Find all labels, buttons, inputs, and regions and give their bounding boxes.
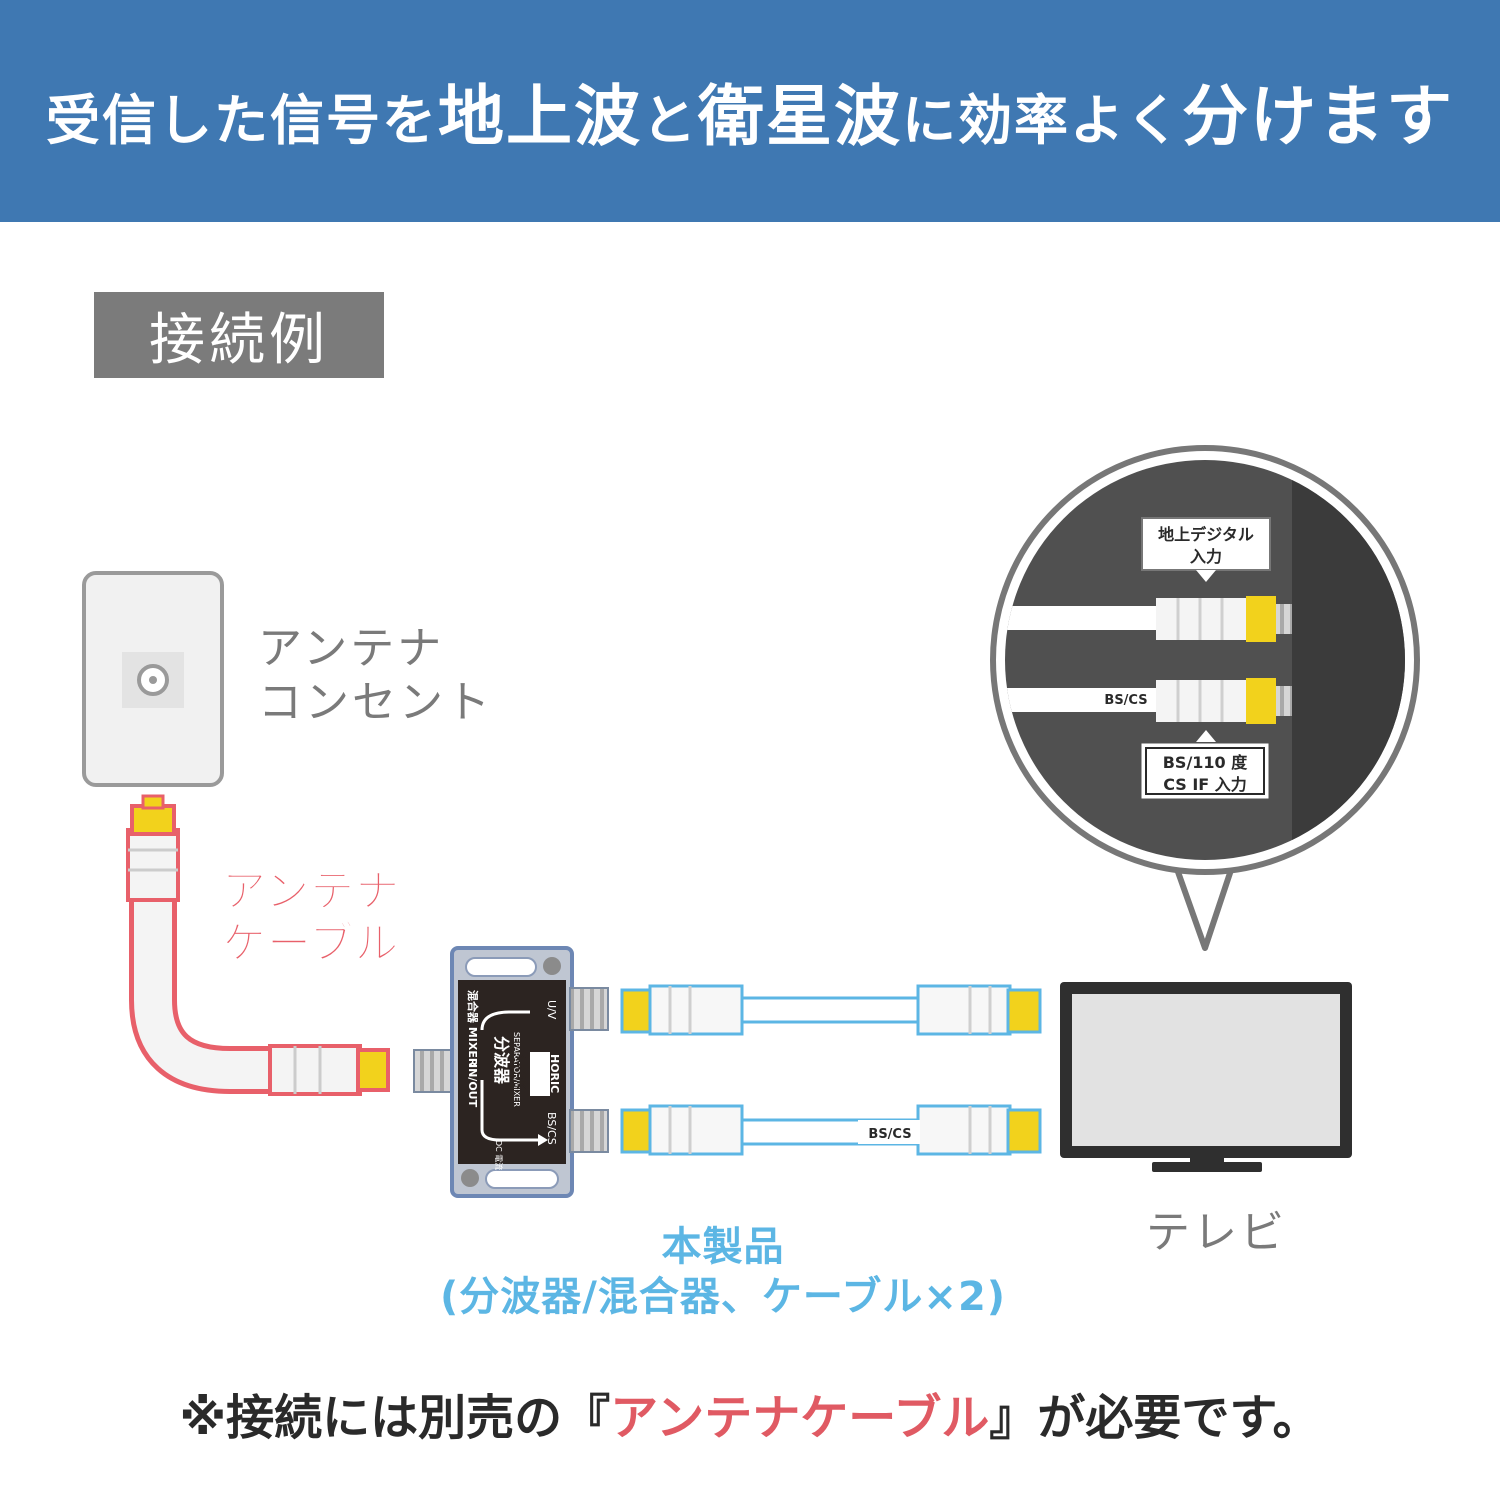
svg-text:SEPARATOR/MIXER: SEPARATOR/MIXER xyxy=(512,1032,521,1107)
device-bscs-text: BS/CS xyxy=(545,1112,558,1145)
device-mixer-text: 混合器 MIXER xyxy=(466,990,480,1067)
device-badge: 4K8K xyxy=(514,1054,528,1090)
product-label-line2: (分波器/混合器、ケーブル×2) xyxy=(439,1274,1007,1320)
svg-text:DC 電流パス: DC 電流パス xyxy=(494,1140,504,1186)
cable-label-line1: アンテナ xyxy=(221,866,401,918)
section-badge: 接続例 xyxy=(94,292,384,378)
cable-label: アンテナ ケーブル xyxy=(221,866,401,970)
outlet-label: アンテナ コンセント xyxy=(258,622,493,730)
device-name: 分波器 xyxy=(492,1036,511,1085)
svg-text:HORIC: HORIC xyxy=(548,1054,561,1093)
svg-text:混合器 MIXER: 混合器 MIXER xyxy=(466,990,480,1067)
footer-highlight: アンテナケーブル xyxy=(610,1390,990,1446)
svg-text:4K8K: 4K8K xyxy=(514,1054,528,1090)
device-uv-text: U/V xyxy=(545,1000,558,1020)
input-port xyxy=(413,1049,457,1093)
cable-tag-bscs: BS/CS xyxy=(868,1127,911,1142)
zoom-callout xyxy=(990,445,1420,951)
antenna-cable xyxy=(126,794,390,1096)
separator-device xyxy=(450,946,574,1198)
device-dc-text: DC 電流パス xyxy=(494,1140,504,1186)
header-title: 受信した信号を地上波と衛星波に効率よく分けます xyxy=(46,63,1454,159)
svg-text:IN/OUT: IN/OUT xyxy=(466,1064,479,1108)
title-part: に効率よく xyxy=(902,89,1182,152)
uv-port xyxy=(569,987,609,1031)
device-inout-text: IN/OUT xyxy=(466,1064,479,1108)
device-brand: HORIC xyxy=(548,1054,561,1093)
outlet-label-line2: コンセント xyxy=(258,677,493,728)
header-banner: 受信した信号を地上波と衛星波に効率よく分けます xyxy=(0,0,1500,222)
title-part-terrestrial: 地上波 xyxy=(438,78,642,155)
zoom-cable-tag-bscs: BS/CS xyxy=(1104,693,1147,708)
footer-note: ※接続には別売の『アンテナケーブル』が必要です。 xyxy=(0,1378,1500,1448)
device-subtitle: SEPARATOR/MIXER xyxy=(512,1032,521,1107)
cable-label-line2: ケーブル xyxy=(221,918,400,970)
antenna-outlet xyxy=(82,571,224,787)
footer-prefix: ※接続には別売の『 xyxy=(179,1390,611,1446)
footer-suffix: 』が必要です。 xyxy=(989,1390,1321,1446)
tv-label: テレビ xyxy=(1146,1207,1287,1258)
product-label-line1: 本製品 xyxy=(661,1224,785,1270)
title-part-split: 分けます xyxy=(1182,78,1454,155)
svg-text:BS/CS: BS/CS xyxy=(545,1112,558,1145)
product-cable-uv xyxy=(620,984,1042,1036)
title-part-satellite: 衛星波 xyxy=(698,78,902,155)
title-part: と xyxy=(642,89,698,152)
product-label: 本製品 (分波器/混合器、ケーブル×2) xyxy=(388,1222,1058,1322)
terrestrial-input-label-2: 入力 xyxy=(1190,547,1222,566)
tv-icon xyxy=(1060,982,1352,1172)
product-cable-bscs xyxy=(620,1104,1042,1156)
terrestrial-input-label-1: 地上デジタル xyxy=(1158,525,1254,544)
outlet-label-line1: アンテナ xyxy=(258,623,445,674)
satellite-input-label-1: BS/110 度 xyxy=(1163,753,1249,772)
svg-text:分波器: 分波器 xyxy=(492,1036,511,1085)
bscs-port xyxy=(569,1109,609,1153)
svg-text:U/V: U/V xyxy=(545,1000,558,1020)
satellite-input-label-2: CS IF 入力 xyxy=(1163,775,1247,794)
title-part: 受信した信号を xyxy=(46,89,438,152)
